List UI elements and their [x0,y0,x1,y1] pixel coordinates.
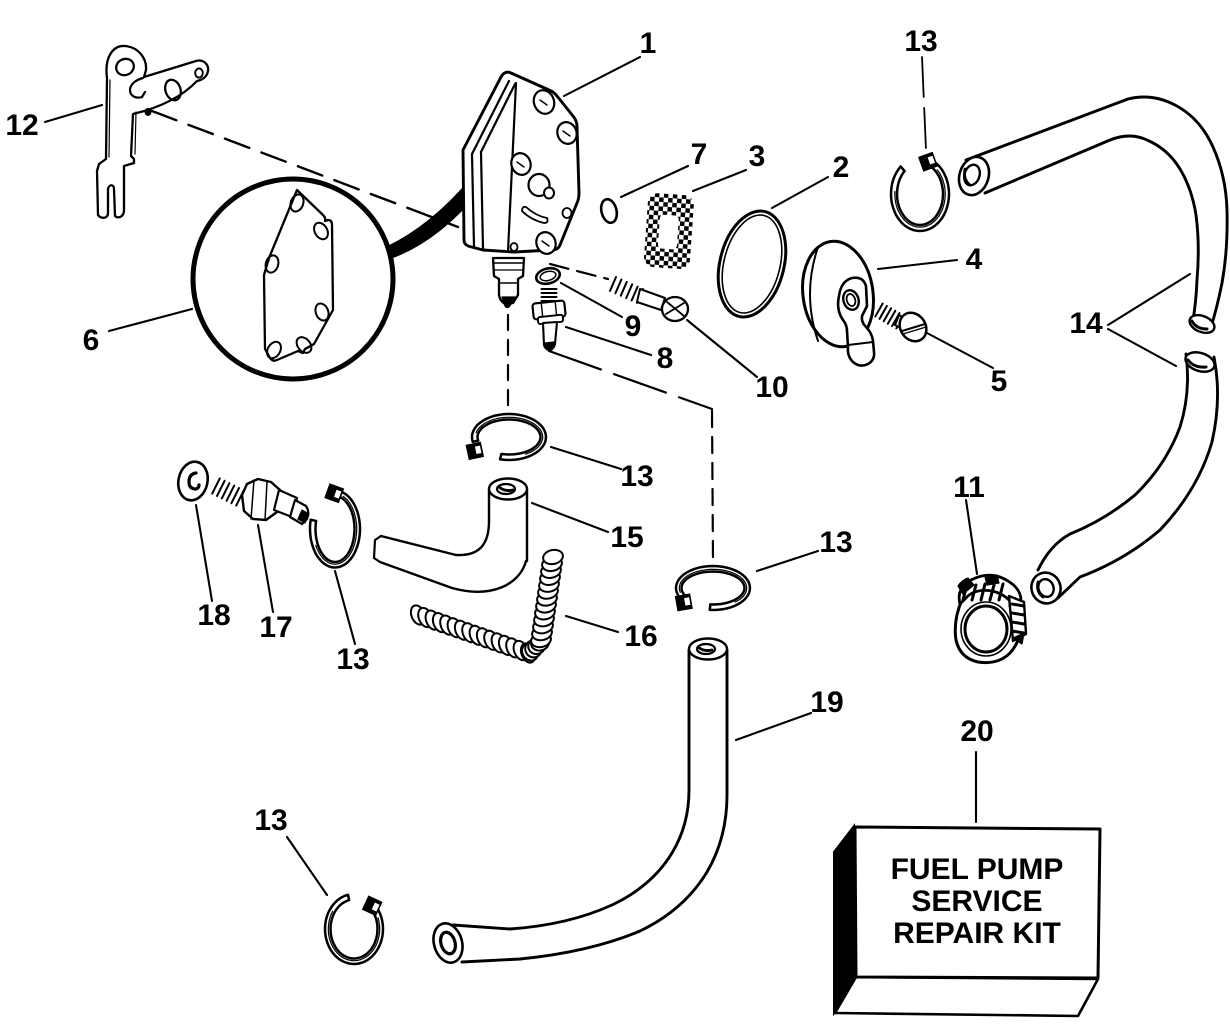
svg-text:3: 3 [749,140,766,173]
svg-text:20: 20 [960,715,993,748]
svg-text:13: 13 [254,804,287,837]
svg-text:13: 13 [819,526,852,559]
svg-text:13: 13 [904,25,937,58]
svg-text:13: 13 [336,643,369,676]
svg-text:4: 4 [966,243,983,276]
svg-text:13: 13 [620,460,653,493]
svg-text:18: 18 [197,599,230,632]
svg-text:REPAIR KIT: REPAIR KIT [893,917,1061,950]
svg-text:10: 10 [755,371,788,404]
svg-text:12: 12 [5,109,38,142]
svg-text:6: 6 [83,324,100,357]
svg-text:1: 1 [640,27,657,60]
svg-text:17: 17 [259,611,292,644]
svg-text:7: 7 [691,138,708,171]
svg-text:11: 11 [953,471,985,504]
svg-text:9: 9 [625,310,642,343]
svg-text:15: 15 [610,521,643,554]
svg-text:SERVICE: SERVICE [911,885,1042,918]
svg-text:16: 16 [624,620,657,653]
svg-text:19: 19 [810,686,843,719]
svg-text:FUEL PUMP: FUEL PUMP [891,853,1064,886]
svg-text:5: 5 [991,365,1008,398]
svg-text:2: 2 [833,151,850,184]
svg-text:8: 8 [657,342,674,375]
svg-text:14: 14 [1069,307,1103,340]
